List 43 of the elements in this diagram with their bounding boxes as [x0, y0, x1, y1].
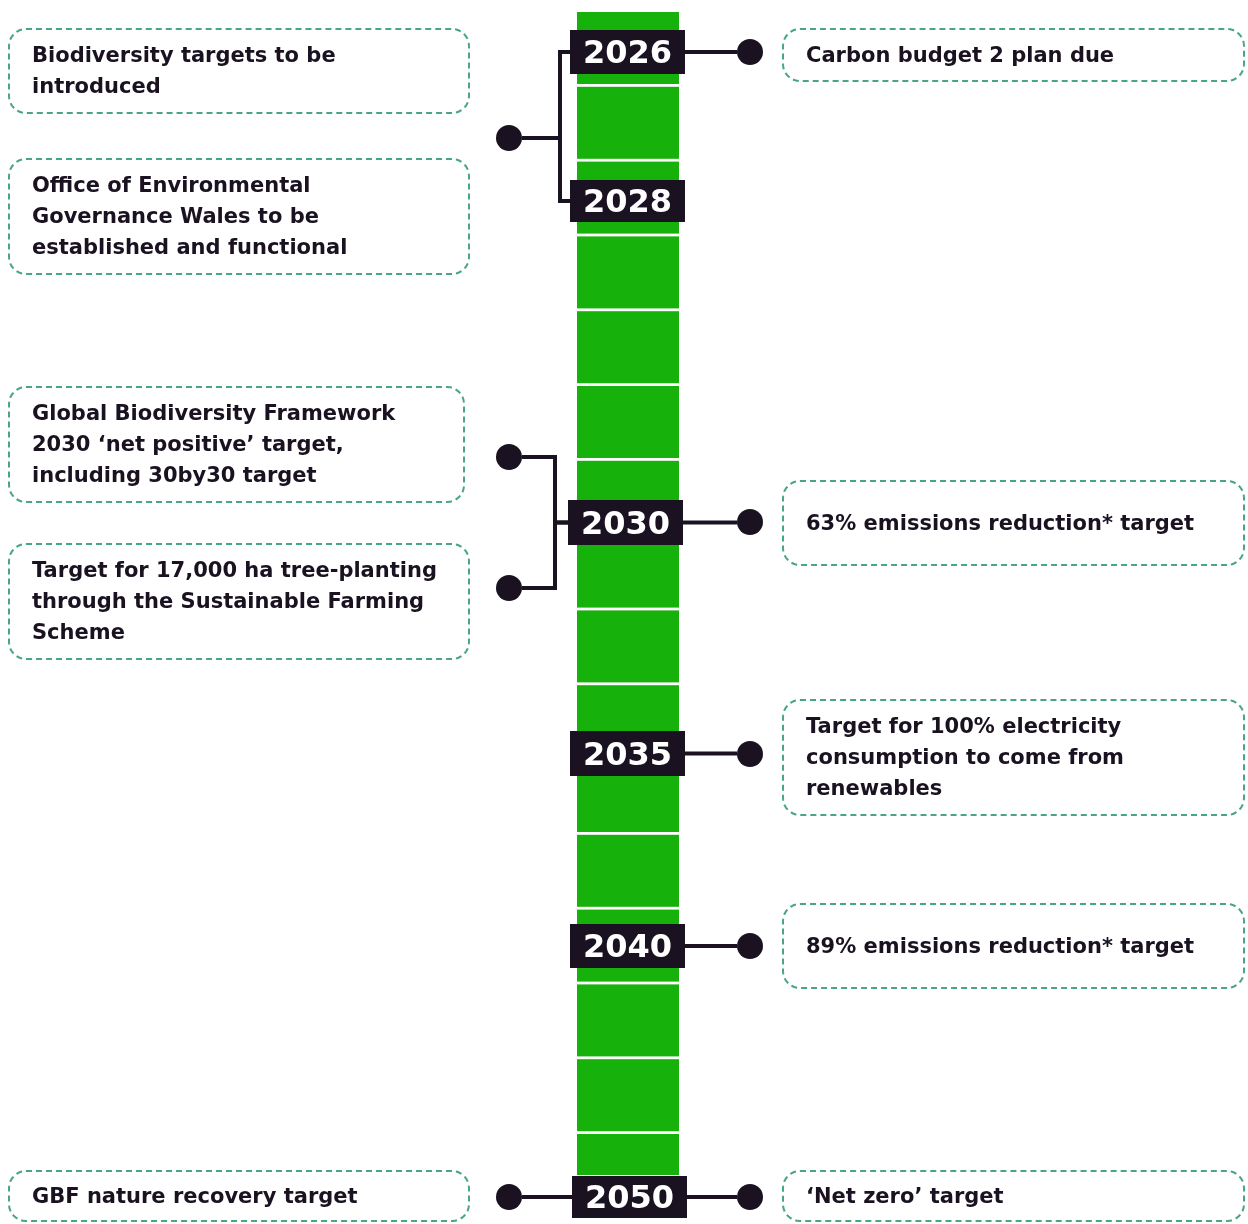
timeline-dot — [737, 741, 763, 767]
timeline-dot — [737, 509, 763, 535]
connector-line — [685, 944, 737, 948]
event-box — [782, 1170, 1245, 1222]
connector-line — [522, 520, 568, 590]
connector-line — [687, 1195, 737, 1199]
year-label: 2035 — [570, 731, 685, 776]
event-box — [8, 543, 470, 660]
timeline-dot — [496, 575, 522, 601]
event-box — [782, 903, 1245, 989]
event-box — [782, 699, 1245, 816]
timeline-dot — [737, 933, 763, 959]
event-box — [8, 158, 470, 275]
timeline-dot — [496, 444, 522, 470]
event-text: GBF nature recovery target — [32, 1182, 358, 1210]
event-box — [8, 386, 465, 503]
event-text: 63% emissions reduction* target — [806, 509, 1195, 537]
connector-line — [683, 520, 737, 525]
event-box — [8, 28, 470, 114]
connector-line — [685, 751, 737, 756]
event-text: Target for 17,000 ha tree-planting through the Sustainable Farming Scheme — [32, 557, 438, 646]
event-text: 89% emissions reduction* target — [806, 932, 1195, 960]
event-text: Biodiversity targets to be introduced — [32, 42, 337, 100]
event-box — [8, 1170, 470, 1222]
timeline-dot — [737, 39, 763, 65]
event-text: Target for 100% electricity consumption to come from renewables — [806, 713, 1125, 802]
year-label: 2050 — [572, 1176, 687, 1218]
year-label: 2040 — [570, 924, 685, 968]
event-box — [782, 480, 1245, 566]
timeline-dot — [496, 125, 522, 151]
connector-line — [522, 136, 570, 203]
event-text: ‘Net zero’ target — [806, 1182, 1004, 1210]
event-text: Global Biodiversity Framework 2030 ‘net positive’ target, including 30by30 target — [32, 400, 397, 489]
event-box — [782, 28, 1245, 82]
connector-line — [685, 50, 737, 54]
event-text: Carbon budget 2 plan due — [806, 41, 1115, 69]
timeline-dot — [496, 1184, 522, 1210]
event-text: Office of Environmental Governance Wales to be established and functional — [32, 172, 349, 261]
year-label: 2028 — [570, 180, 685, 222]
timeline-dot — [737, 1184, 763, 1210]
year-label: 2026 — [570, 30, 685, 74]
year-label: 2030 — [568, 500, 683, 545]
connector-line — [522, 1195, 572, 1199]
